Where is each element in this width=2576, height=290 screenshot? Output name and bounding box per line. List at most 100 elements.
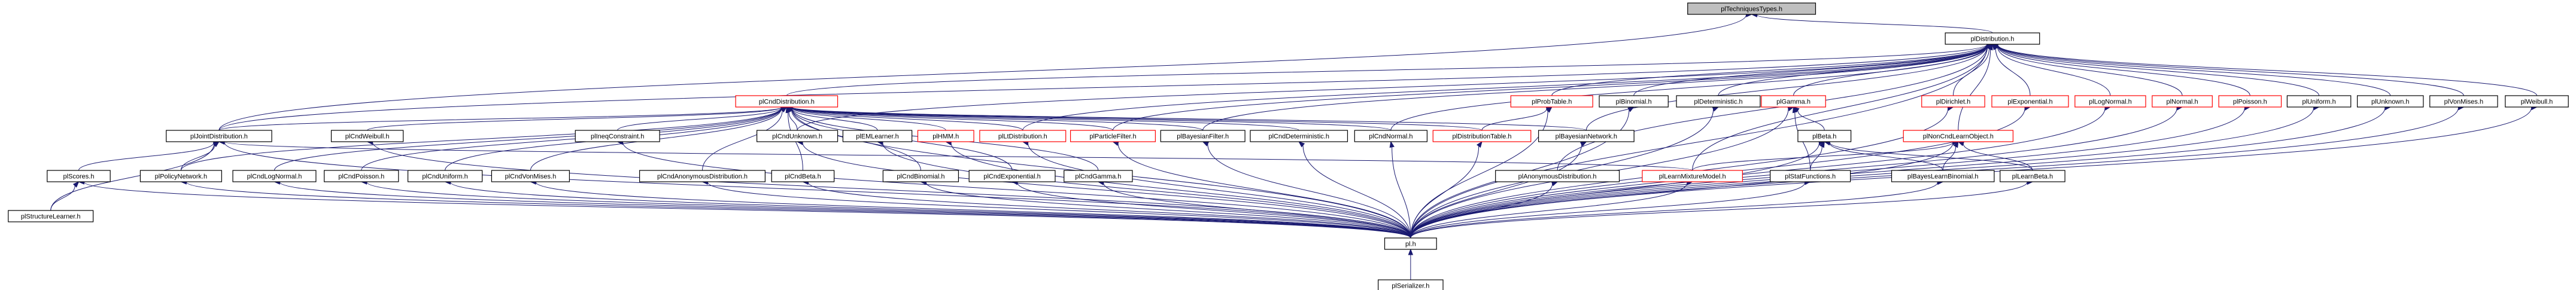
node-cndexponential[interactable]: plCndExponential.h — [968, 170, 1056, 182]
node-hmm[interactable]: plHMM.h — [917, 130, 974, 142]
node-label: plCndPoisson.h — [338, 173, 384, 181]
node-label: plLtDistribution.h — [998, 133, 1047, 141]
node-exponential[interactable]: plExponential.h — [1991, 95, 2069, 108]
node-label: plTechniquesTypes.h — [1721, 6, 1782, 13]
node-statfunctions[interactable]: plStatFunctions.h — [1770, 170, 1851, 182]
node-label: plUnknown.h — [2371, 99, 2410, 106]
node-cndbeta[interactable]: plCndBeta.h — [771, 170, 835, 182]
edge-Pl-to-AnonDist — [1410, 181, 1559, 239]
node-noncndlearn[interactable]: plNonCndLearnObject.h — [1903, 130, 2014, 142]
node-box — [232, 170, 317, 182]
node-cndvonmises[interactable]: plCndVonMises.h — [491, 170, 570, 182]
node-particlefilter[interactable]: plParticleFilter.h — [1070, 130, 1156, 142]
node-dist[interactable]: plDistribution.h — [1945, 32, 2040, 45]
node-vonmises[interactable]: plVonMises.h — [2429, 95, 2498, 108]
node-unknown[interactable]: plUnknown.h — [2357, 95, 2424, 108]
node-binomial[interactable]: plBinomial.h — [1599, 95, 1669, 108]
node-label: plCndVonMises.h — [505, 173, 557, 181]
node-probtable[interactable]: plProbTable.h — [1510, 95, 1593, 108]
node-label: plDistribution.h — [1971, 36, 2015, 43]
node-scores[interactable]: plScores.h — [47, 170, 111, 182]
node-weibull[interactable]: plWeibull.h — [2505, 95, 2569, 108]
node-learnmixture[interactable]: plLearnMixtureModel.h — [1642, 170, 1743, 182]
node-structlearner[interactable]: plStructureLearner.h — [8, 210, 94, 222]
node-label: plStructureLearner.h — [21, 213, 81, 221]
node-learnbeta[interactable]: plLearnBeta.h — [2000, 170, 2065, 182]
node-deterministic[interactable]: plDeterministic.h — [1676, 95, 1761, 108]
node-label: plParticleFilter.h — [1089, 133, 1136, 141]
node-poisson[interactable]: plPoisson.h — [2218, 95, 2282, 108]
node-box — [771, 170, 835, 182]
node-box — [1991, 95, 2069, 108]
node-cndbinomial[interactable]: plCndBinomial.h — [882, 170, 959, 182]
node-serializer[interactable]: plSerializer.h — [1378, 279, 1444, 290]
node-box — [1064, 170, 1133, 182]
node-box — [1599, 95, 1669, 108]
node-anondist[interactable]: plAnonymousDistribution.h — [1495, 170, 1620, 182]
edge-NonCndLearn-to-Dist — [1958, 43, 1993, 131]
node-bayeslearnbinomial[interactable]: plBayesLearnBinomial.h — [1891, 170, 1995, 182]
node-gamma[interactable]: plGamma.h — [1761, 95, 1826, 108]
node-bayesnet[interactable]: plBayesianNetwork.h — [1538, 130, 1635, 142]
node-cndpoisson[interactable]: plCndPoisson.h — [324, 170, 399, 182]
edge-IneqConstraint-to-CndDist — [617, 105, 788, 131]
node-pl[interactable]: pl.h — [1384, 237, 1437, 250]
node-box — [166, 130, 272, 142]
node-box — [639, 170, 765, 182]
node-disttable[interactable]: plDistributionTable.h — [1432, 130, 1532, 142]
node-techtypes[interactable]: plTechniquesTypes.h — [1687, 2, 1816, 15]
edge-BayesFilter-to-Dist — [1202, 42, 1994, 131]
node-uniform[interactable]: plUniform.h — [2286, 95, 2352, 108]
node-emlearner[interactable]: plEMLearner.h — [842, 130, 913, 142]
node-box — [8, 210, 94, 222]
node-label: plCndDeterministic.h — [1268, 133, 1329, 141]
node-label: plSerializer.h — [1392, 283, 1429, 290]
node-cndnormal[interactable]: plCndNormal.h — [1354, 130, 1428, 142]
node-cndweibull[interactable]: plCndWeibull.h — [330, 130, 404, 142]
node-beta[interactable]: plBeta.h — [1797, 130, 1852, 142]
edge-Deterministic-to-Dist — [1718, 42, 1994, 96]
node-label: plCndGamma.h — [1075, 173, 1121, 181]
node-bayesfilter[interactable]: plBayesianFilter.h — [1160, 130, 1246, 142]
edge-VonMises-to-Dist — [1991, 42, 2464, 96]
edge-Pl-to-CndUnknown — [796, 140, 1411, 239]
node-box — [1921, 95, 1985, 108]
node-cndlognormal[interactable]: plCndLogNormal.h — [232, 170, 317, 182]
node-cnduniform[interactable]: plCndUniform.h — [407, 170, 483, 182]
node-box — [1903, 130, 2014, 142]
node-cndgamma[interactable]: plCndGamma.h — [1064, 170, 1133, 182]
edge-layer — [50, 12, 2538, 280]
node-label: plNonCndLearnObject.h — [1923, 133, 1994, 141]
node-box — [1538, 130, 1635, 142]
edge-Weibull-to-Dist — [1991, 42, 2537, 96]
node-dirichlet[interactable]: plDirichlet.h — [1921, 95, 1985, 108]
node-box — [2152, 95, 2213, 108]
node-box — [1687, 2, 1816, 15]
node-box — [491, 170, 570, 182]
node-cndanon[interactable]: plCndAnonymousDistribution.h — [639, 170, 765, 182]
node-label: plPolicyNetwork.h — [155, 173, 207, 181]
node-box — [1070, 130, 1156, 142]
node-box — [882, 170, 959, 182]
node-label: plStatFunctions.h — [1785, 173, 1836, 181]
edge-Pl-to-CndNormal — [1389, 141, 1411, 239]
node-cnddeterministic[interactable]: plCndDeterministic.h — [1250, 130, 1348, 142]
node-ltdist[interactable]: plLtDistribution.h — [979, 130, 1067, 142]
node-box — [1384, 237, 1437, 250]
node-cndunknown[interactable]: plCndUnknown.h — [757, 130, 839, 142]
node-label: plCndAnonymousDistribution.h — [657, 173, 748, 181]
node-box — [917, 130, 974, 142]
node-box — [968, 170, 1056, 182]
node-label: plBayesianNetwork.h — [1556, 133, 1617, 141]
node-normal[interactable]: plNormal.h — [2152, 95, 2213, 108]
node-ineqconstraint[interactable]: plIneqConstraint.h — [575, 130, 660, 142]
node-policynet[interactable]: plPolicyNetwork.h — [139, 170, 222, 182]
node-label: plProbTable.h — [1532, 99, 1572, 106]
node-jointdist[interactable]: plJointDistribution.h — [166, 130, 272, 142]
node-lognormal[interactable]: plLogNormal.h — [2074, 95, 2146, 108]
node-cnddist[interactable]: plCndDistribution.h — [735, 95, 839, 108]
node-label: plBayesLearnBinomial.h — [1907, 173, 1979, 181]
edge-LearnMixture-to-JointDist — [218, 139, 1693, 171]
node-label: plDeterministic.h — [1694, 99, 1742, 106]
node-box — [1432, 130, 1532, 142]
